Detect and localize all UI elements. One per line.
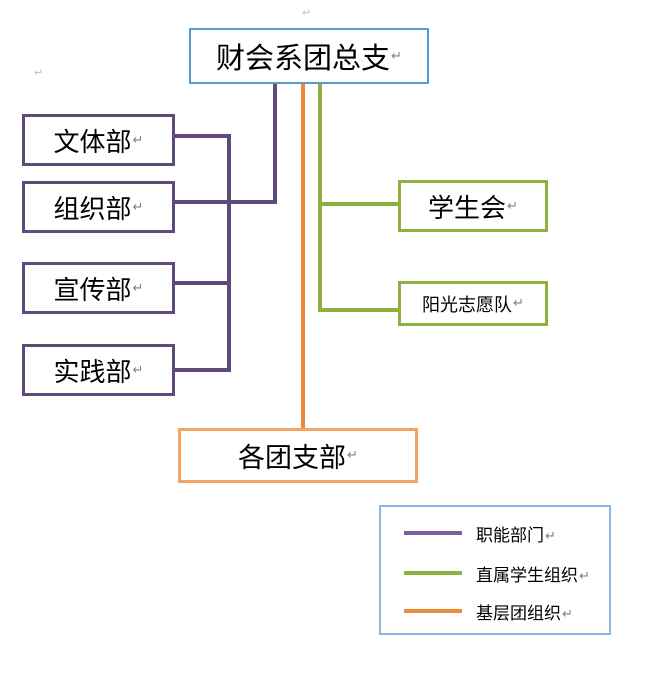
pilcrow-mark: ↵ (347, 448, 358, 463)
stray-pilcrow-left: ↵ (34, 66, 44, 79)
connector-root-to-branches (301, 84, 305, 430)
legend-text-2: 基层团组织 (476, 603, 561, 623)
connector-stub-xueshenghui (318, 202, 400, 206)
node-culture-sports-department[interactable]: 文体部↵ (22, 114, 175, 166)
legend-text-1: 直属学生组织 (476, 565, 578, 585)
pilcrow-mark: ↵ (132, 362, 144, 378)
node-tuanzhibu-label: 各团支部 (238, 443, 347, 473)
pilcrow-mark: ↵ (507, 198, 518, 214)
node-zuzhi-label: 组织部 (53, 194, 132, 224)
node-shijian-label: 实践部 (53, 357, 132, 387)
node-publicity-department[interactable]: 宣传部↵ (22, 262, 175, 314)
connector-stub-shijian (175, 368, 231, 372)
pilcrow-mark: ↵ (132, 132, 144, 148)
pilcrow-mark: ↵ (391, 48, 402, 64)
legend: 职能部门↵ 直属学生组织↵ 基层团组织↵ (379, 505, 611, 635)
legend-swatch-green-icon (404, 571, 462, 575)
pilcrow-mark: ↵ (579, 569, 590, 585)
connector-stub-zuzhi (175, 200, 231, 204)
connector-stub-wenti (175, 134, 231, 138)
connector-students-spine (318, 84, 322, 312)
legend-item-student-organizations: 直属学生组织↵ (381, 557, 609, 589)
node-financial-accounting-league-branch[interactable]: 财会系团总支↵ (189, 28, 429, 84)
pilcrow-mark: ↵ (545, 529, 556, 545)
node-student-union[interactable]: 学生会↵ (398, 180, 548, 232)
connector-root-to-functions-horizontal (227, 200, 277, 204)
node-organization-department[interactable]: 组织部↵ (22, 181, 175, 233)
legend-label-student-organizations: 直属学生组织↵ (476, 561, 590, 586)
legend-item-function-departments: 职能部门↵ (381, 517, 609, 549)
pilcrow-mark: ↵ (132, 280, 144, 296)
legend-text-0: 职能部门 (476, 525, 544, 545)
stray-pilcrow-top: ↵ (302, 6, 312, 19)
legend-swatch-orange-icon (404, 609, 462, 613)
node-league-branches[interactable]: 各团支部↵ (178, 428, 418, 483)
node-xueshenghui-label: 学生会 (428, 193, 507, 223)
pilcrow-mark: ↵ (132, 199, 144, 215)
legend-label-function-departments: 职能部门↵ (476, 521, 556, 546)
connector-stub-xuanchuan (175, 281, 231, 285)
node-root-label: 财会系团总支 (216, 43, 391, 75)
pilcrow-mark: ↵ (513, 296, 524, 311)
legend-swatch-purple-icon (404, 531, 462, 535)
node-sunshine-volunteer-team[interactable]: 阳光志愿队↵ (398, 281, 548, 326)
pilcrow-mark: ↵ (562, 607, 573, 623)
node-wenti-label: 文体部 (53, 127, 132, 157)
connector-stub-zhiyuandui (318, 308, 400, 312)
node-zhiyuandui-label: 阳光志愿队 (422, 294, 513, 315)
connector-root-to-functions-vertical (273, 84, 277, 204)
legend-item-grassroots-organizations: 基层团组织↵ (381, 595, 609, 627)
connector-functions-spine (227, 134, 231, 372)
node-practice-department[interactable]: 实践部↵ (22, 344, 175, 396)
node-xuanchuan-label: 宣传部 (53, 275, 132, 305)
legend-label-grassroots-organizations: 基层团组织↵ (476, 599, 573, 624)
